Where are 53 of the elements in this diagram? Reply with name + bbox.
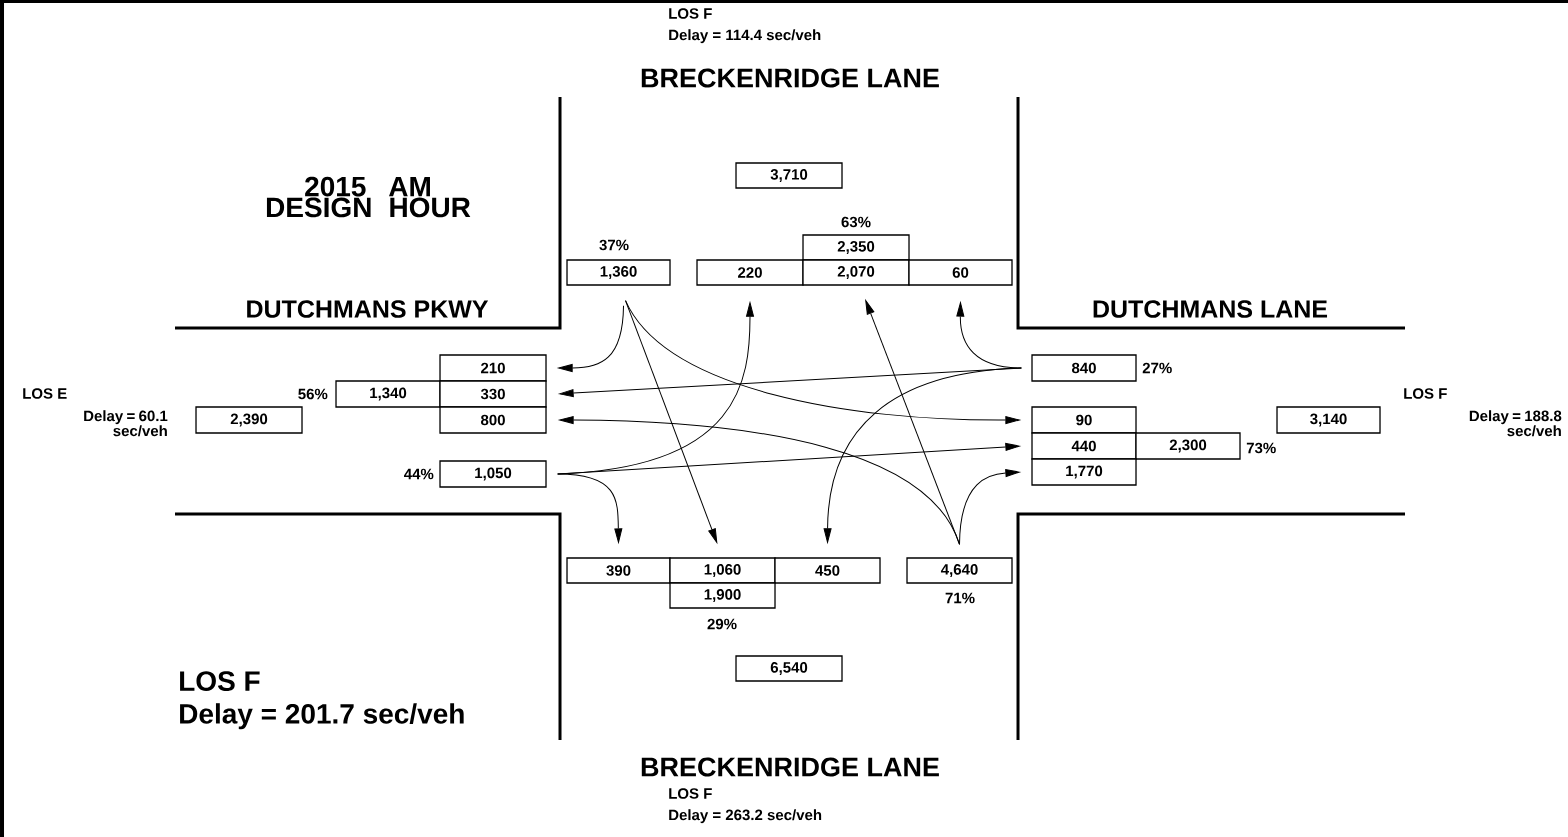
- movement-arrow: [865, 300, 960, 545]
- delay-label: LOS E: [23, 388, 67, 399]
- percent-label: 63%: [841, 216, 871, 228]
- volume-box: 90: [1031, 406, 1137, 434]
- delay-label: Delay = 201.7 sec/veh: [180, 703, 464, 730]
- delay-label: Delay = 263.2 sec/veh: [669, 809, 822, 824]
- movement-arrow: [558, 305, 624, 372]
- delay-label: LOS F: [669, 8, 712, 19]
- volume-box: 1,060: [669, 557, 776, 584]
- volume-box: 440: [1031, 432, 1137, 460]
- delay-label: Delay = 60.1 sec/veh: [84, 410, 168, 437]
- percent-label: 73%: [1246, 442, 1276, 454]
- heading: 2015 AM DESIGN HOUR: [266, 176, 471, 218]
- delay-label: LOS F: [180, 671, 260, 691]
- volume-box: 450: [774, 557, 881, 584]
- volume-box: 390: [566, 557, 671, 584]
- percent-label: 44%: [404, 468, 434, 480]
- volume-box: 220: [696, 259, 804, 286]
- percent-label: 27%: [1142, 362, 1172, 374]
- percent-label: 71%: [945, 592, 975, 604]
- volume-box: 1,360: [566, 259, 671, 286]
- percent-label: 29%: [707, 618, 737, 630]
- street-name: DUTCHMANS LANE: [1093, 300, 1328, 318]
- volume-box: 800: [439, 406, 547, 434]
- volume-box: 4,640: [906, 557, 1013, 584]
- volume-box: 6,540: [735, 655, 843, 682]
- volume-box: 2,070: [802, 259, 910, 286]
- volume-box: 3,140: [1276, 406, 1381, 434]
- volume-box: 210: [439, 354, 547, 382]
- delay-label: Delay = 114.4 sec/veh: [669, 29, 821, 44]
- delay-label: LOS F: [669, 788, 712, 799]
- volume-box: 1,770: [1031, 458, 1137, 486]
- volume-box: 3,710: [735, 162, 843, 189]
- percent-label: 56%: [298, 388, 328, 400]
- volume-box: 1,900: [669, 582, 776, 609]
- volume-box: 2,350: [802, 234, 910, 261]
- percent-label: 37%: [599, 239, 629, 251]
- movement-arrow: [823, 367, 1022, 543]
- delay-label: Delay = 188.8 sec/veh: [1469, 410, 1562, 437]
- delay-label: LOS F: [1404, 388, 1447, 399]
- volume-box: 1,340: [335, 380, 441, 408]
- volume-box: 60: [908, 259, 1013, 286]
- street-name: BRECKENRIDGE LANE: [641, 68, 939, 88]
- street-name: DUTCHMANS PKWY: [247, 300, 489, 318]
- volume-box: 2,390: [195, 406, 303, 434]
- volume-box: 840: [1031, 354, 1137, 382]
- movement-arrow: [557, 473, 623, 543]
- movement-arrow: [959, 469, 1020, 545]
- volume-box: 330: [439, 380, 547, 408]
- street-name: BRECKENRIDGE LANE: [641, 757, 939, 777]
- volume-box: 2,300: [1135, 432, 1241, 460]
- movement-arrow: [625, 300, 1020, 425]
- volume-box: 1,050: [439, 460, 547, 488]
